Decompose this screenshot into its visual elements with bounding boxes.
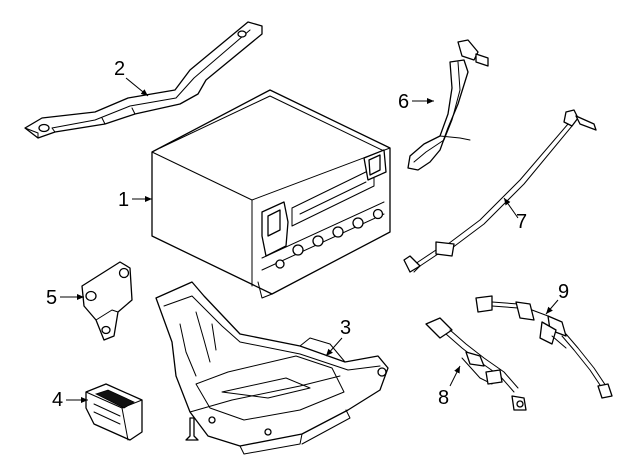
callout-label-6: 6: [398, 91, 409, 113]
battery-tray: [155, 281, 389, 455]
callout-6: 6: [398, 91, 434, 113]
callout-label-2: 2: [114, 58, 125, 80]
callout-9: 9: [545, 281, 569, 315]
callout-7: 7: [503, 197, 527, 233]
sensor-harness: [425, 317, 527, 411]
callout-label-5: 5: [46, 287, 57, 309]
callout-label-7: 7: [516, 211, 527, 233]
callout-label-3: 3: [340, 317, 351, 339]
callout-3: 3: [325, 317, 351, 357]
positive-harness: [475, 295, 613, 399]
callout-label-9: 9: [558, 281, 569, 303]
battery: [151, 89, 391, 299]
ground-cable: [403, 109, 597, 273]
callout-label-8: 8: [438, 387, 449, 409]
hold-down-bracket: [24, 21, 263, 139]
callout-2: 2: [114, 58, 149, 97]
vent-tube: [407, 39, 489, 171]
callout-8: 8: [438, 365, 461, 409]
callout-label-4: 4: [52, 389, 63, 411]
callout-4: 4: [52, 389, 88, 411]
callout-5: 5: [46, 287, 84, 309]
support-bracket: [81, 261, 133, 341]
callout-label-1: 1: [118, 189, 129, 211]
terminal-cover: [85, 383, 143, 441]
callout-1: 1: [118, 189, 152, 211]
